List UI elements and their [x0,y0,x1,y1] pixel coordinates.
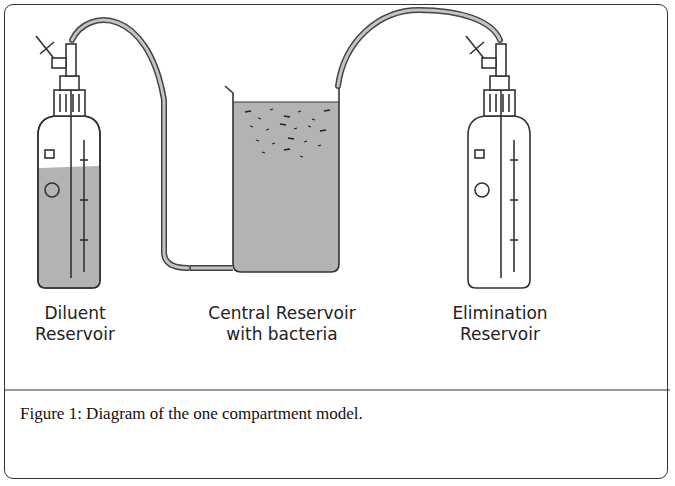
reservoir-label: Central Reservoir with bacteria [188,303,376,345]
bacterium [320,130,326,131]
bacterium [300,156,303,157]
bacterium [294,128,297,129]
elimination-reservoir: Elimination Reservoir [435,40,565,345]
bacterium [245,111,251,112]
bacterium [256,140,259,141]
bacterium [324,110,330,111]
tube [338,10,500,86]
elimination-bottle [466,36,530,288]
bacterium [312,119,315,120]
bacteria [245,109,330,157]
bacterium [284,149,290,150]
caption-divider [4,389,670,390]
figure-caption: Figure 1: Diagram of the one compartment… [20,404,363,424]
bacterium [318,145,321,146]
reservoir-label: Diluent Reservoir [20,303,130,345]
bacterium [262,152,265,153]
bacterium [270,109,273,110]
bacterium [288,138,294,139]
bacterium [272,143,275,144]
reservoir-label: Elimination Reservoir [435,303,565,345]
bacterium [298,111,301,112]
bacterium [266,129,269,130]
tube-stub [190,268,233,269]
bacterium [250,126,253,127]
central-reservoir: Central Reservoir with bacteria [188,86,376,345]
bacterium [258,118,261,119]
bacterium [304,141,307,142]
diluent-bottle [36,36,100,288]
bacterium [308,126,311,127]
diluent-reservoir: Diluent Reservoir [20,40,130,345]
central-beaker [225,86,339,272]
bacterium [284,116,290,117]
bacterium [280,124,286,125]
tube [72,20,188,268]
